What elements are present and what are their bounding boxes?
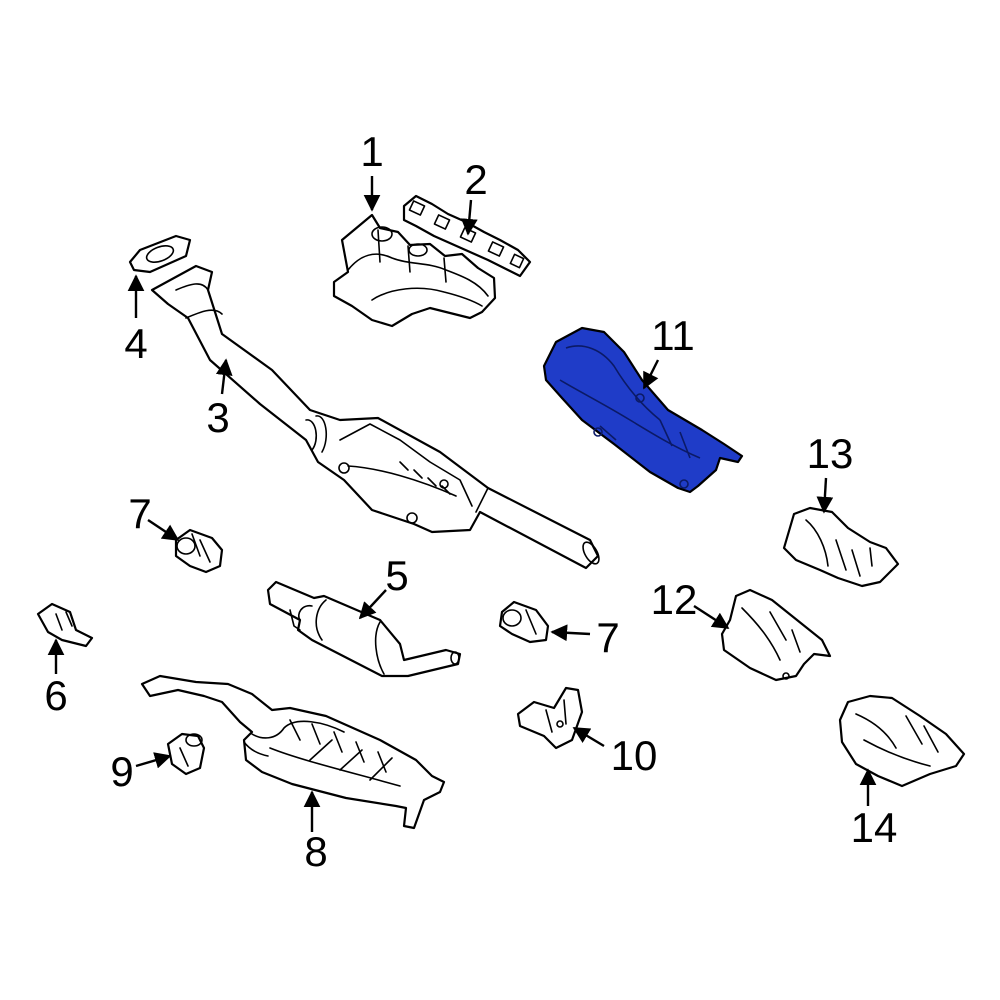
callout-3: 3 <box>206 394 229 441</box>
part-center-muffler[interactable] <box>266 580 462 678</box>
callout-8: 8 <box>304 828 327 875</box>
part-clamp-left[interactable] <box>174 528 224 574</box>
callout-10: 10 <box>611 732 658 779</box>
part-rear-muffler[interactable] <box>140 674 446 830</box>
callout-2: 2 <box>464 156 487 203</box>
part-heat-shield-12[interactable] <box>720 588 832 682</box>
part-bracket[interactable] <box>516 686 584 750</box>
part-heat-shield-13[interactable] <box>782 506 900 588</box>
callout-11: 11 <box>651 312 695 359</box>
callout-7-left: 7 <box>128 490 151 537</box>
callout-7-right: 7 <box>596 614 619 661</box>
part-exhaust-manifold[interactable] <box>332 213 497 328</box>
leader-arrows <box>47 176 877 832</box>
callout-5: 5 <box>385 552 408 599</box>
callout-6: 6 <box>44 672 67 719</box>
callout-4: 4 <box>124 320 147 367</box>
callout-12: 12 <box>651 576 698 623</box>
part-hanger-bracket[interactable] <box>36 602 94 648</box>
callout-13: 13 <box>807 430 854 477</box>
part-flange-gasket[interactable] <box>128 234 192 274</box>
part-heat-shield-14[interactable] <box>838 694 966 788</box>
part-heat-shield-highlighted[interactable] <box>542 326 744 494</box>
callout-9: 9 <box>110 748 133 795</box>
part-manifold-gasket[interactable] <box>402 194 532 278</box>
callout-14: 14 <box>851 804 898 851</box>
heat-shield-11[interactable] <box>542 326 744 494</box>
part-front-pipe-converter[interactable] <box>150 264 602 570</box>
part-clamp-right[interactable] <box>498 600 550 644</box>
callout-1: 1 <box>360 128 383 175</box>
part-small-clamp[interactable] <box>166 732 206 776</box>
